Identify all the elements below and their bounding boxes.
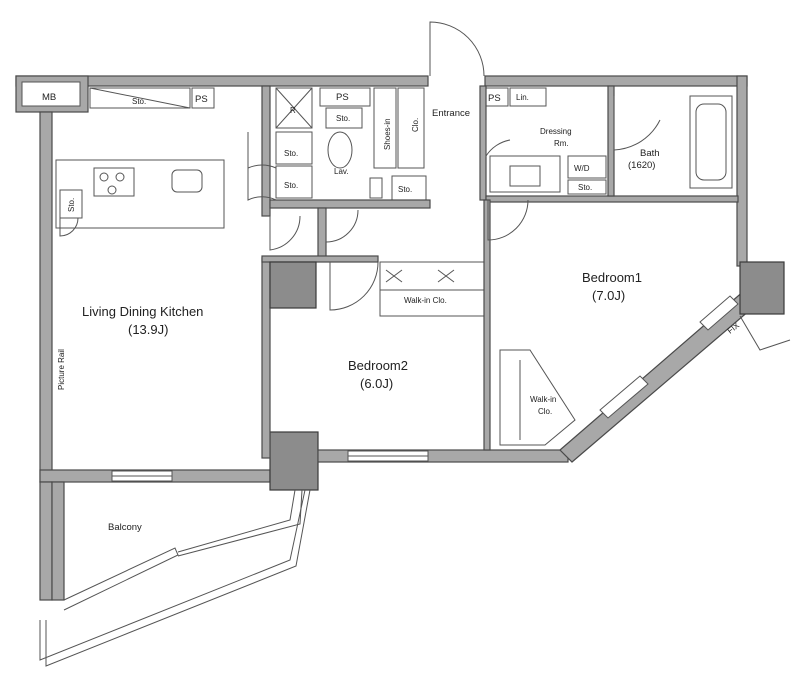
label-mb: MB xyxy=(42,92,56,103)
label-walkin-2b: Clo. xyxy=(538,407,552,416)
label-shoes-in: Shoes-in xyxy=(383,118,392,150)
label-lav: Lav. xyxy=(334,167,349,176)
label-shoes-clo: Clo. xyxy=(411,118,420,132)
label-sto-c: Sto. xyxy=(398,185,412,194)
label-entrance: Entrance xyxy=(432,108,470,119)
label-lin: Lin. xyxy=(516,93,529,102)
label-ps-mid: PS xyxy=(336,92,349,103)
balcony-rails xyxy=(39,315,791,667)
label-sto-b: Sto. xyxy=(284,181,298,190)
label-walkin-2a: Walk-in xyxy=(530,395,556,404)
label-sto-toilet: Sto. xyxy=(336,114,350,123)
label-wd: W/D xyxy=(574,164,590,173)
label-dressing-rm: Rm. xyxy=(554,139,569,148)
label-bath: Bath xyxy=(640,148,660,159)
room-labels: MB Sto. PS PS PS R Sto. Shoes-in Clo. En… xyxy=(42,92,742,533)
label-ldk: Living Dining Kitchen xyxy=(82,304,203,319)
label-r: R xyxy=(290,106,296,115)
label-dressing: Dressing xyxy=(540,127,572,136)
label-bedroom2-size: (6.0J) xyxy=(360,376,393,391)
label-ps-right: PS xyxy=(488,93,501,104)
label-walkin-clo-1: Walk-in Clo. xyxy=(404,296,447,305)
label-picture-rail: Picture Rail xyxy=(57,349,66,390)
label-sto-top: Sto. xyxy=(132,97,146,106)
label-sto-kitchen: Sto. xyxy=(67,198,76,212)
label-sto-a: Sto. xyxy=(284,149,298,158)
doors xyxy=(59,21,661,311)
interior-walls xyxy=(55,85,739,459)
windows xyxy=(111,295,739,482)
label-bedroom1-size: (7.0J) xyxy=(592,288,625,303)
label-bedroom2: Bedroom2 xyxy=(348,358,408,373)
label-ps-left: PS xyxy=(195,94,208,105)
label-bedroom1: Bedroom1 xyxy=(582,270,642,285)
label-balcony: Balcony xyxy=(108,522,142,533)
label-bath-size: (1620) xyxy=(628,160,655,171)
label-ldk-size: (13.9J) xyxy=(128,322,168,337)
label-sto-wd: Sto. xyxy=(578,183,592,192)
